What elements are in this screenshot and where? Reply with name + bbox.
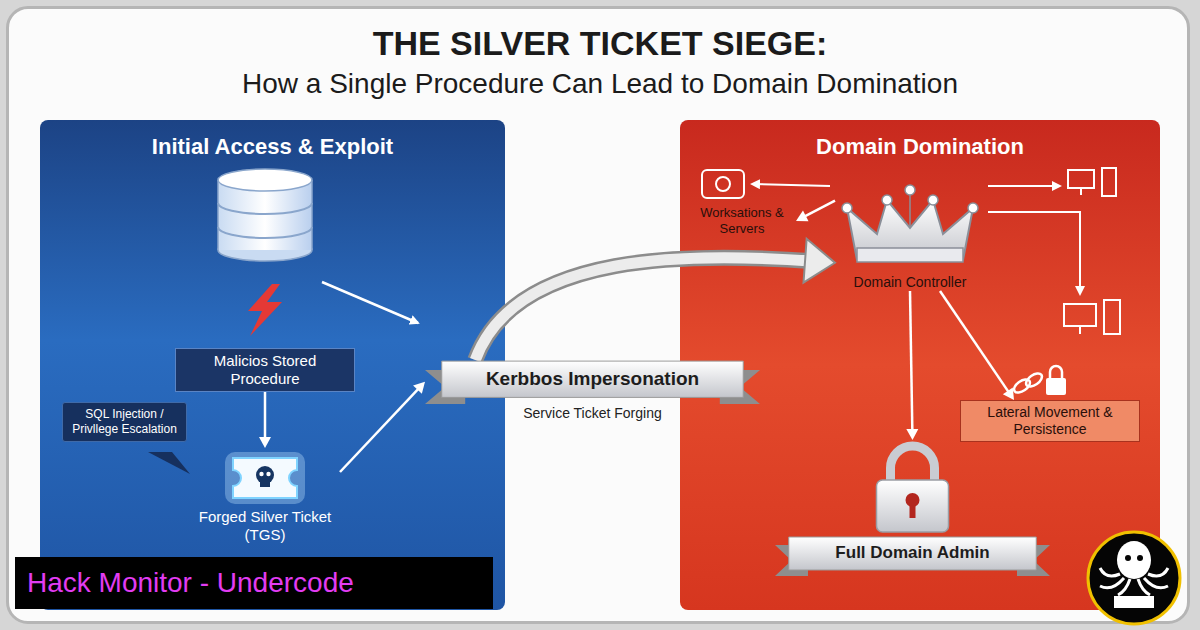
connector-arrow xyxy=(340,382,425,472)
lock-icon xyxy=(775,440,1050,536)
box-label: Lateral Movement & Persistence xyxy=(967,404,1133,438)
process-box: Malicios Stored Procedure xyxy=(175,348,355,392)
panel: Domain DominationWorksations & ServersDo… xyxy=(680,120,1160,610)
connector-line xyxy=(803,201,835,218)
pointer-arrow xyxy=(322,282,418,323)
chip-icon xyxy=(702,170,830,198)
computer-icons xyxy=(988,168,1120,334)
connector-line xyxy=(940,291,1010,394)
callout-text: SQL Injection / Privllege Escalation xyxy=(69,407,180,437)
database-icon xyxy=(218,169,312,261)
ticket-node: Forged Silver Ticket (TGS) xyxy=(190,448,340,544)
banner-subtitle: Service Ticket Forging xyxy=(425,404,760,422)
subtitle: How a Single Procedure Can Lead to Domai… xyxy=(0,68,1200,100)
connector-arrow xyxy=(475,239,835,360)
panel-heading: Domain Domination xyxy=(680,134,1160,160)
arrow-head xyxy=(796,211,809,222)
arrow-head xyxy=(259,437,271,448)
brand-logo xyxy=(1088,532,1180,624)
lightning-icon xyxy=(248,284,282,336)
process-box: Lateral Movement & Persistence xyxy=(960,400,1140,442)
connector-line xyxy=(475,258,814,360)
crown-node: Domain Controller xyxy=(835,178,985,291)
connector-line xyxy=(340,387,420,472)
box-label: Malicios Stored Procedure xyxy=(184,352,346,388)
banner-title: Full Domain Admin xyxy=(775,536,1050,576)
ticket-label: Forged Silver Ticket (TGS) xyxy=(190,508,340,544)
connector-arrow xyxy=(906,291,918,440)
callout-tail xyxy=(148,452,190,474)
arrow-head xyxy=(906,429,918,440)
crown-label: Domain Controller xyxy=(835,274,985,291)
crown-icon xyxy=(835,178,985,274)
connector-outline xyxy=(475,258,814,360)
lock-banner: Full Domain Admin xyxy=(775,440,1050,576)
connector-line xyxy=(910,291,912,432)
connector-arrow xyxy=(940,291,1014,400)
panel-heading: Initial Access & Exploit xyxy=(40,134,505,160)
target-label: Worksations & Servers xyxy=(688,205,796,237)
watermark-band: Hack Monitor - Undercode xyxy=(15,557,493,609)
target-node: Worksations & Servers xyxy=(688,205,796,237)
connector-arrow xyxy=(796,201,835,222)
arrow-head xyxy=(804,239,835,283)
arrow-head xyxy=(413,382,425,394)
banner-title: Kerbbos Impersonation xyxy=(425,360,760,404)
arrow-head xyxy=(1003,388,1014,400)
ticket-icon xyxy=(190,448,340,508)
chain-lock-icon xyxy=(1012,366,1066,395)
title: THE SILVER TICKET SIEGE: xyxy=(0,24,1200,63)
ribbon-banner: Kerbbos ImpersonationService Ticket Forg… xyxy=(425,360,760,422)
connector-line xyxy=(264,392,267,440)
connector-arrow xyxy=(259,392,271,448)
callout-box: SQL Injection / Privllege Escalation xyxy=(62,402,187,442)
